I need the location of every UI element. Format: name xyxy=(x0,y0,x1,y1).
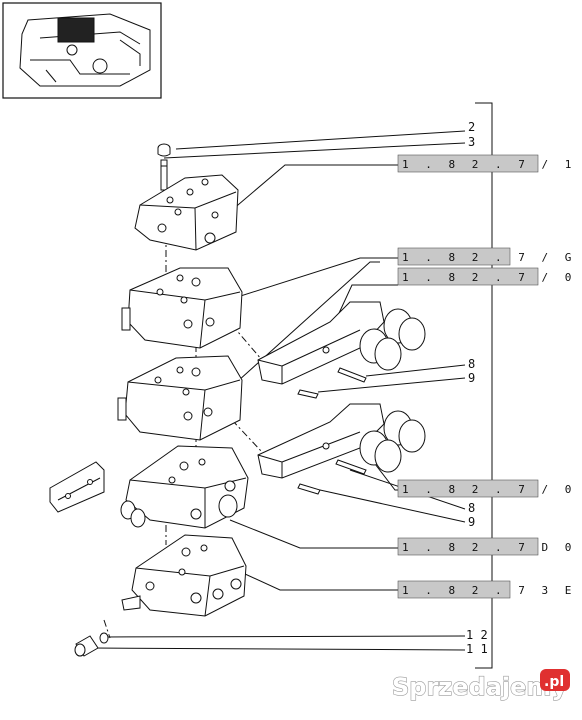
reference-label: 1 . 8 2 . 7 3 E xyxy=(402,584,576,597)
callout-9-lower: 9 xyxy=(468,515,475,529)
leader-lines xyxy=(91,130,466,651)
valve-section-4 xyxy=(120,445,249,529)
valve-section-2 xyxy=(121,267,243,349)
mounting-bracket xyxy=(49,461,105,513)
callout-3: 3 xyxy=(468,135,475,149)
reference-label: 1 . 8 2 . 7 / G xyxy=(402,251,576,264)
watermark: Sprzedajemy .pl xyxy=(391,669,570,702)
callout-8-upper: 8 xyxy=(468,357,475,371)
reference-box-6[interactable]: 1 . 8 2 . 7 3 E xyxy=(397,580,576,599)
watermark-badge xyxy=(540,669,570,691)
seal-ring-part-12 xyxy=(99,632,109,644)
cap-part-2 xyxy=(157,143,171,157)
valve-section-1 xyxy=(134,174,239,251)
pin-part-3 xyxy=(160,159,168,191)
reference-label: 1 . 8 2 . 7 D 0 6 D xyxy=(402,541,582,554)
valve-section-5 xyxy=(121,534,247,617)
watermark-suffix: .pl xyxy=(544,674,564,690)
valve-section-3 xyxy=(117,355,243,441)
reference-box-5[interactable]: 1 . 8 2 . 7 D 0 6 D xyxy=(397,537,582,556)
coupler-assembly-upper xyxy=(257,301,426,399)
callout-12: 1 2 xyxy=(466,628,488,642)
callout-11: 1 1 xyxy=(466,642,488,656)
watermark-text: Sprzedajemy xyxy=(392,673,567,701)
callout-8-lower: 8 xyxy=(468,501,475,515)
reference-box-2[interactable]: 1 . 8 2 . 7 / G xyxy=(397,247,576,266)
callout-2: 2 xyxy=(468,120,475,134)
coupler-assembly-lower xyxy=(257,403,426,495)
reference-label: 1 . 8 2 . 7 / 1 5 E xyxy=(402,158,582,171)
reference-label: 1 . 8 2 . 7 / 0 1 C xyxy=(402,271,582,284)
fitting-part-11 xyxy=(74,635,99,657)
reference-label: 1 . 8 2 . 7 / 0 1 C xyxy=(402,483,582,496)
reference-box-4[interactable]: 1 . 8 2 . 7 / 0 1 C xyxy=(397,479,582,498)
reference-box-3[interactable]: 1 . 8 2 . 7 / 0 1 C xyxy=(397,267,582,286)
reference-box-1[interactable]: 1 . 8 2 . 7 / 1 5 E xyxy=(397,154,582,173)
group-bracket xyxy=(475,102,493,669)
callout-9-upper: 9 xyxy=(468,371,475,385)
thumbnail-inset xyxy=(2,2,162,99)
